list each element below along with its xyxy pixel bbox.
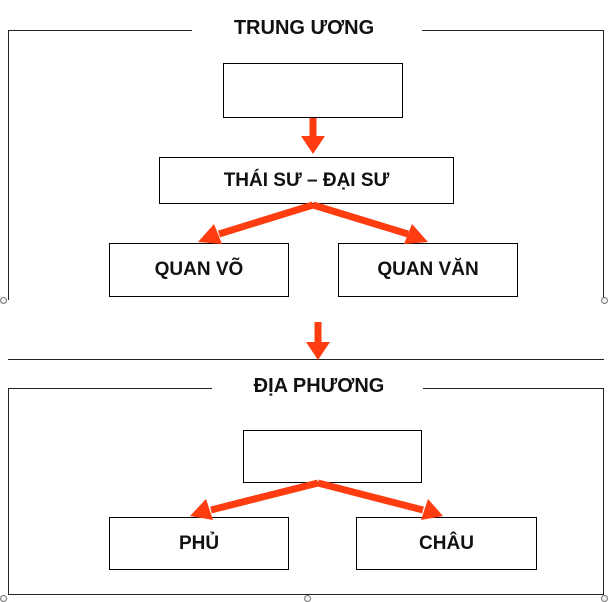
frame-handle-bottom-left[interactable] xyxy=(0,595,7,602)
arrow-to-phu-head xyxy=(190,499,213,520)
local-top-empty-box xyxy=(243,430,422,483)
phu-box: PHỦ xyxy=(109,517,289,570)
local-title: ĐỊA PHƯƠNG xyxy=(222,374,416,398)
central-top-empty-box xyxy=(223,63,403,118)
local-frame-left xyxy=(8,388,9,595)
arrow-to-quan-van-head xyxy=(404,224,428,244)
frame-handle-left-upper[interactable] xyxy=(0,297,7,304)
arrow-to-quan-van xyxy=(311,201,410,238)
quan-vo-box: QUAN VÕ xyxy=(109,243,289,297)
local-frame-top-left xyxy=(8,388,212,389)
central-frame-top-right xyxy=(422,30,604,31)
section-divider xyxy=(8,359,604,360)
local-frame-right xyxy=(603,388,604,595)
frame-handle-bottom-mid[interactable] xyxy=(304,595,311,602)
central-frame-right xyxy=(603,30,604,300)
frame-handle-right-upper[interactable] xyxy=(601,297,608,304)
local-frame-top-right xyxy=(423,388,604,389)
frame-handle-bottom-right[interactable] xyxy=(601,595,608,602)
arrow-to-phu xyxy=(210,479,319,514)
arrow-to-quan-vo-head xyxy=(198,224,222,244)
arrow-to-quan-vo xyxy=(217,201,315,238)
arrow-to-minister-head xyxy=(301,136,325,154)
thai-su-dai-su-box: THÁI SƯ – ĐẠI SƯ xyxy=(159,157,454,204)
local-frame-bottom xyxy=(8,594,604,595)
arrow-to-chau xyxy=(317,479,424,514)
quan-van-box: QUAN VĂN xyxy=(338,243,518,297)
central-title: TRUNG ƯƠNG xyxy=(220,16,388,40)
arrow-to-chau-head xyxy=(421,499,443,520)
arrow-central-to-local-head xyxy=(306,342,330,360)
central-frame-left xyxy=(8,30,9,300)
central-frame-top-left xyxy=(8,30,192,31)
chau-box: CHÂU xyxy=(356,517,537,570)
